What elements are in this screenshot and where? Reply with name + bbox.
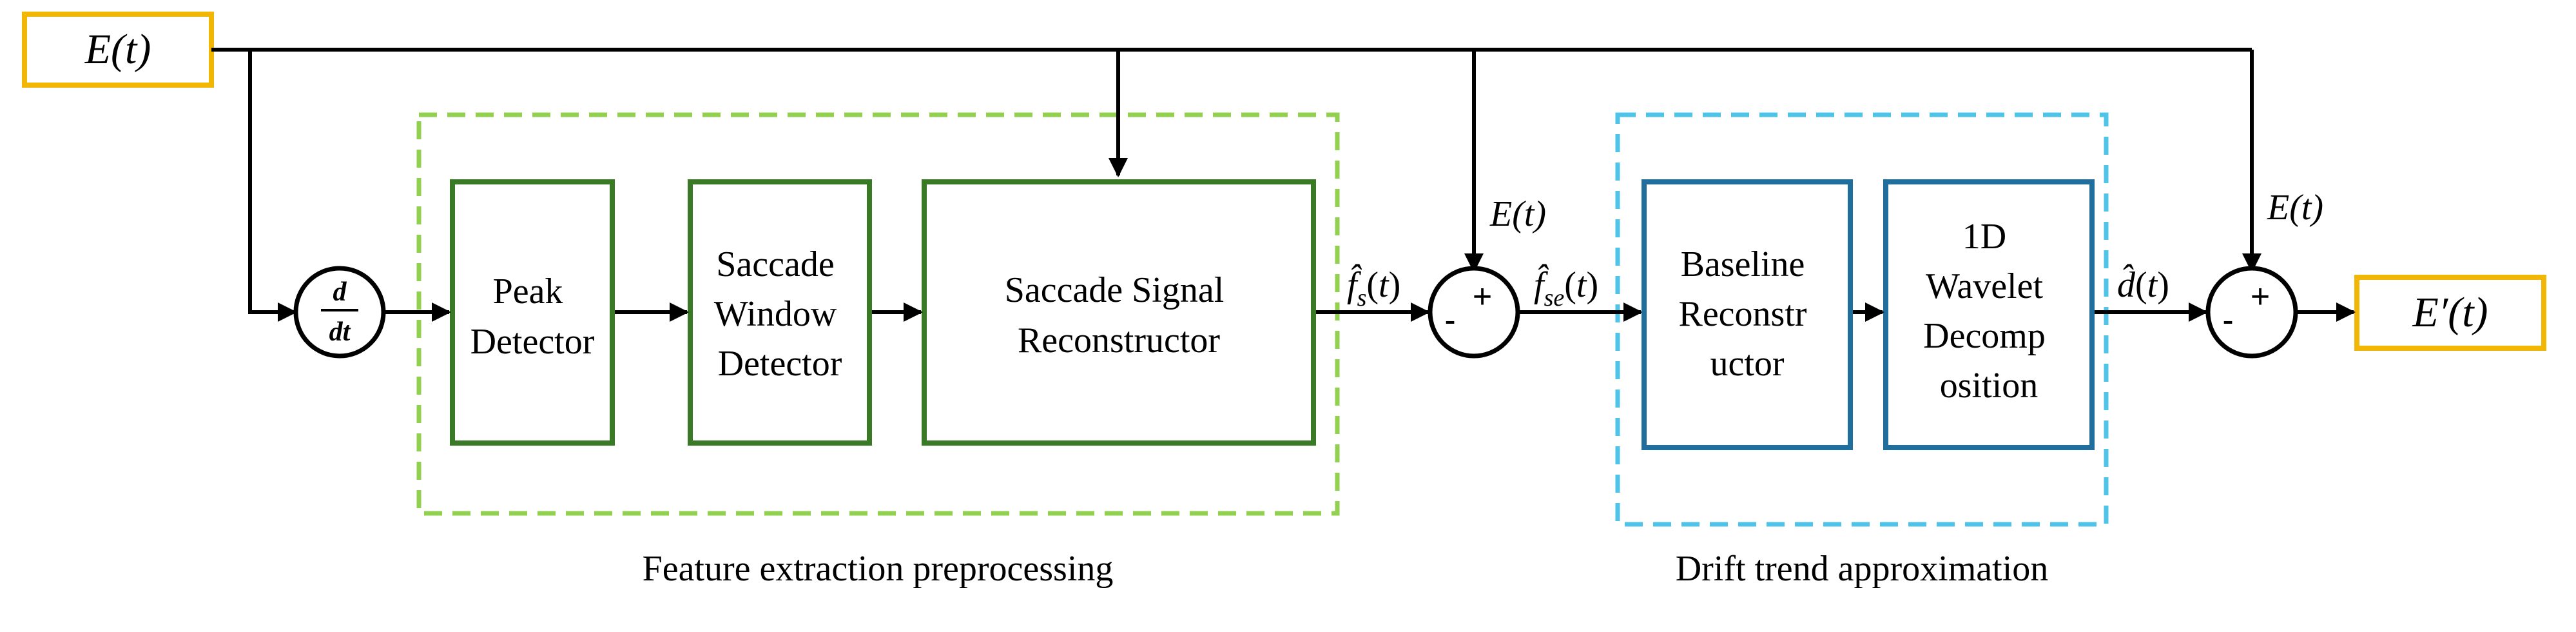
drift-trend-caption: Drift trend approximation xyxy=(1676,549,2049,589)
signal-e2-label: E(t) xyxy=(2267,188,2323,228)
feature-extraction-caption: Feature extraction preprocessing xyxy=(643,549,1114,589)
wavelet-decomposition-label: 1D Wavelet Decomp osition xyxy=(1923,217,2055,406)
summer-1-minus: - xyxy=(1444,302,1455,339)
derivative-denominator: dt xyxy=(329,317,351,347)
input-box xyxy=(22,12,214,88)
summer-1-plus: + xyxy=(1473,278,1492,315)
signal-fs-label: f̂s(t) xyxy=(1347,263,1400,311)
summer-2-plus: + xyxy=(2251,278,2270,315)
peak-detector-label: Peak Detector xyxy=(470,272,595,362)
wire-to-derivative xyxy=(248,50,297,322)
peak-detector-block xyxy=(450,179,615,446)
signal-d-label: d̂(t) xyxy=(2117,264,2169,305)
saccade-window-detector-label: Saccade Window Detector xyxy=(714,244,846,384)
signal-fse-label: f̂se(t) xyxy=(1534,263,1598,311)
input-label: E(t) xyxy=(84,26,151,73)
saccade-signal-reconstructor-label: Saccade Signal Reconstructor xyxy=(1005,270,1234,360)
signal-e1-label: E(t) xyxy=(1489,194,1546,234)
wavelet-decomposition-block xyxy=(1883,179,2095,450)
summer-2-minus: - xyxy=(2222,302,2233,339)
saccade-signal-reconstructor-block xyxy=(922,179,1316,446)
derivative-numerator: d xyxy=(333,277,347,307)
baseline-reconstructor-block xyxy=(1641,179,1853,450)
drift-trend-group xyxy=(1615,112,2109,527)
saccade-window-detector-block xyxy=(688,179,872,446)
output-box xyxy=(2354,275,2546,351)
output-label: E′(t) xyxy=(2412,289,2488,336)
baseline-reconstructor-label: Baseline Reconstr uctor xyxy=(1678,244,1816,384)
